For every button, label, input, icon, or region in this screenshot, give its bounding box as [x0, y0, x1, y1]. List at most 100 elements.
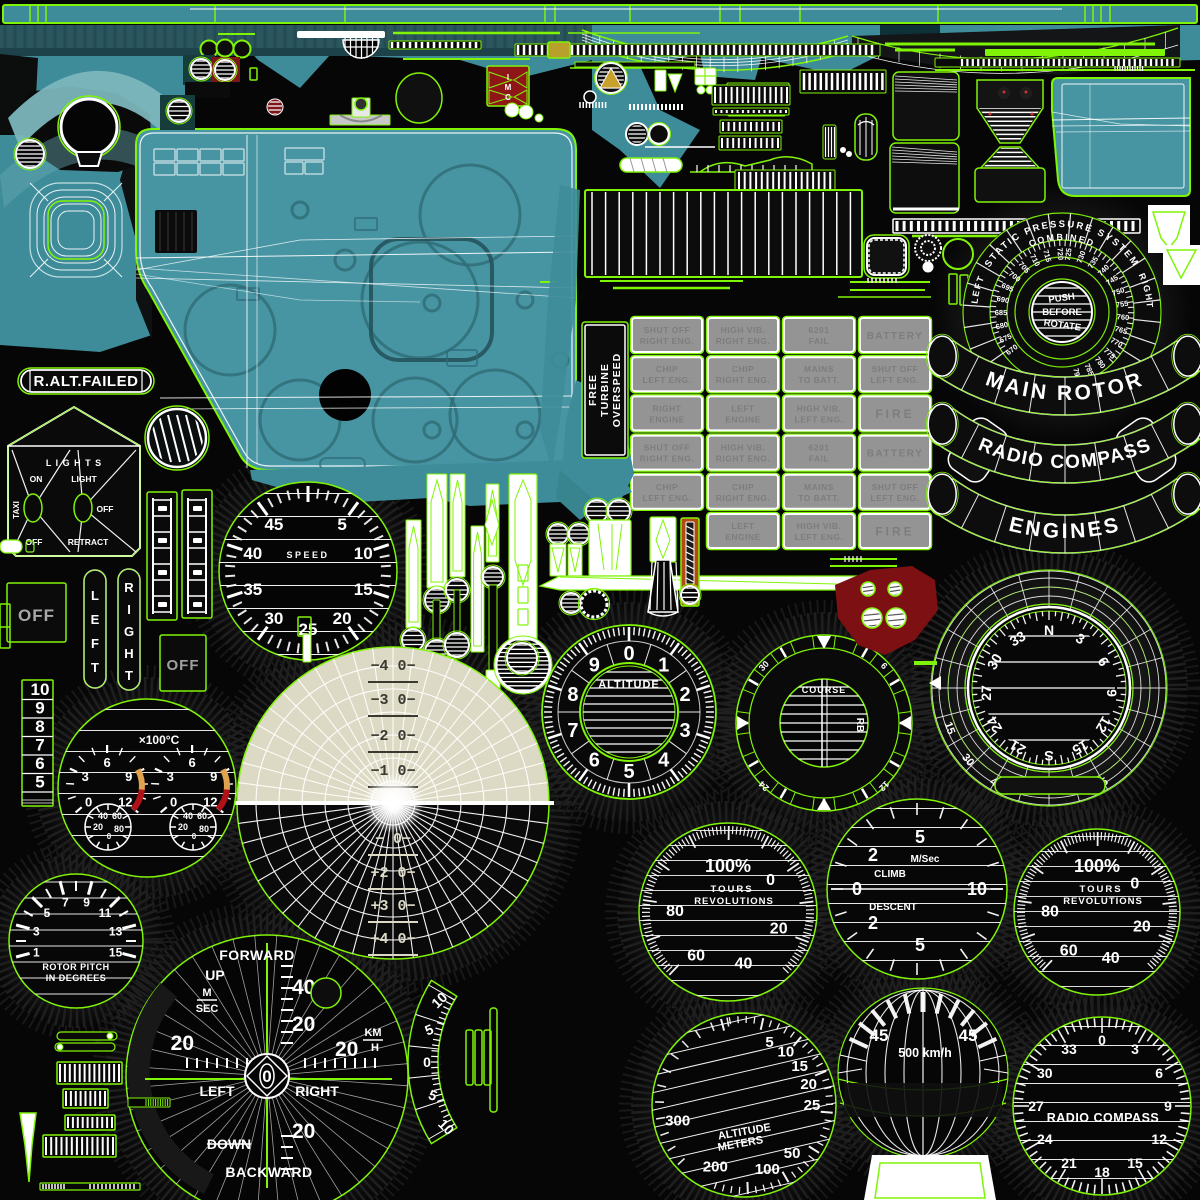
svg-text:TO BATT.: TO BATT.: [798, 375, 839, 385]
svg-text:685: 685: [995, 308, 1008, 317]
svg-text:CHIP: CHIP: [732, 364, 754, 374]
svg-text:2: 2: [680, 684, 691, 706]
svg-text:10: 10: [31, 680, 50, 699]
svg-text:6201: 6201: [809, 325, 830, 335]
svg-text:ALTITUDE: ALTITUDE: [598, 679, 660, 691]
svg-text:500 km/h: 500 km/h: [898, 1046, 952, 1060]
svg-text:0: 0: [423, 1054, 431, 1070]
svg-text:REVOLUTIONS: REVOLUTIONS: [694, 896, 774, 907]
svg-text:UP: UP: [205, 967, 224, 983]
svg-text:40: 40: [98, 811, 108, 821]
svg-text:715: 715: [1041, 249, 1053, 264]
svg-text:15: 15: [942, 720, 957, 736]
svg-text:+3 0−: +3 0−: [370, 898, 415, 915]
svg-text:45: 45: [870, 1026, 889, 1045]
svg-text:E: E: [91, 612, 100, 627]
svg-text:15: 15: [1127, 1155, 1143, 1171]
svg-text:SHUT OFF: SHUT OFF: [644, 325, 691, 335]
svg-text:45: 45: [264, 515, 283, 534]
svg-text:M: M: [202, 987, 211, 999]
svg-text:765: 765: [1114, 324, 1129, 336]
svg-text:15: 15: [109, 946, 123, 960]
svg-text:LEFT: LEFT: [731, 521, 755, 531]
svg-text:690: 690: [996, 294, 1010, 305]
svg-text:0: 0: [1130, 875, 1139, 892]
svg-text:− 0−: − 0−: [375, 831, 411, 848]
svg-text:80: 80: [1041, 903, 1059, 920]
svg-text:OFF: OFF: [167, 657, 200, 674]
svg-text:5: 5: [765, 1034, 773, 1051]
svg-text:MAINS: MAINS: [804, 364, 834, 374]
svg-text:5: 5: [35, 773, 44, 792]
svg-text:REVOLUTIONS: REVOLUTIONS: [1063, 896, 1143, 907]
svg-text:100%: 100%: [1074, 856, 1120, 876]
svg-text:OFF: OFF: [97, 504, 114, 514]
svg-text:M: M: [505, 83, 512, 92]
svg-text:35: 35: [243, 580, 262, 599]
svg-text:0: 0: [766, 872, 775, 889]
svg-text:COURSE: COURSE: [802, 685, 847, 695]
svg-text:+4 0−: +4 0−: [370, 931, 415, 948]
svg-text:27: 27: [1028, 1098, 1044, 1114]
svg-text:20: 20: [178, 822, 188, 832]
svg-text:ENGINE: ENGINE: [725, 414, 761, 424]
svg-text:F: F: [91, 636, 99, 651]
svg-text:720: 720: [1055, 247, 1065, 260]
svg-text:+2 0−: +2 0−: [370, 865, 415, 882]
svg-text:L: L: [91, 588, 99, 603]
svg-text:6: 6: [35, 754, 44, 773]
svg-text:3: 3: [33, 924, 40, 938]
svg-text:LEFT ENG.: LEFT ENG.: [643, 375, 692, 385]
svg-text:0: 0: [107, 832, 112, 841]
svg-text:20: 20: [770, 921, 788, 938]
svg-text:21: 21: [1061, 1155, 1077, 1171]
svg-text:T: T: [91, 660, 99, 675]
svg-text:12: 12: [1151, 1131, 1167, 1147]
svg-text:1: 1: [658, 654, 669, 676]
svg-text:−4 0−: −4 0−: [370, 658, 415, 675]
svg-text:15: 15: [791, 1058, 808, 1075]
svg-text:−2 0−: −2 0−: [370, 728, 415, 745]
svg-text:LIGHT: LIGHT: [71, 474, 97, 484]
svg-text:RIGHT ENG.: RIGHT ENG.: [716, 493, 771, 503]
svg-text:9: 9: [125, 769, 132, 784]
svg-text:H: H: [124, 646, 133, 661]
svg-text:200: 200: [703, 1159, 728, 1176]
svg-text:−3 0−: −3 0−: [370, 692, 415, 709]
svg-text:12: 12: [1093, 714, 1115, 736]
svg-text:60: 60: [112, 811, 122, 821]
svg-text:PUSH: PUSH: [1048, 291, 1076, 306]
svg-text:725: 725: [1063, 247, 1074, 261]
svg-text:6: 6: [1155, 1065, 1163, 1081]
svg-text:RIGHT ENG.: RIGHT ENG.: [640, 336, 695, 346]
svg-text:HIGH VIB.: HIGH VIB.: [721, 443, 766, 453]
svg-text:IN DEGREES: IN DEGREES: [46, 973, 107, 983]
svg-text:TOURS: TOURS: [1079, 884, 1122, 895]
svg-text:2: 2: [868, 845, 878, 865]
svg-text:6: 6: [589, 750, 600, 772]
svg-text:FAIL: FAIL: [809, 454, 829, 464]
svg-text:9: 9: [83, 895, 90, 909]
svg-text:5: 5: [623, 761, 634, 783]
svg-text:15: 15: [354, 580, 373, 599]
svg-text:RIGHT: RIGHT: [295, 1083, 339, 1099]
svg-text:750: 750: [1111, 285, 1126, 298]
svg-text:15: 15: [1070, 737, 1092, 759]
svg-text:HIGH VIB.: HIGH VIB.: [797, 403, 842, 413]
svg-text:RIGHT ENG.: RIGHT ENG.: [716, 375, 771, 385]
svg-text:680: 680: [995, 320, 1009, 331]
svg-text:60: 60: [687, 947, 705, 964]
svg-text:8: 8: [35, 717, 44, 736]
svg-text:30: 30: [984, 651, 1006, 673]
svg-text:TO BATT.: TO BATT.: [798, 493, 839, 503]
svg-text:I: I: [127, 602, 131, 617]
svg-text:RETRACT: RETRACT: [68, 537, 109, 547]
svg-text:6: 6: [879, 661, 890, 672]
svg-text:TAXI: TAXI: [12, 501, 21, 519]
svg-text:24: 24: [983, 714, 1005, 736]
svg-text:G: G: [124, 624, 134, 639]
svg-text:TURBINE: TURBINE: [599, 363, 611, 417]
svg-text:5: 5: [337, 515, 346, 534]
svg-text:LEFT ENG.: LEFT ENG.: [795, 414, 844, 424]
svg-text:ENGINE: ENGINE: [649, 414, 685, 424]
